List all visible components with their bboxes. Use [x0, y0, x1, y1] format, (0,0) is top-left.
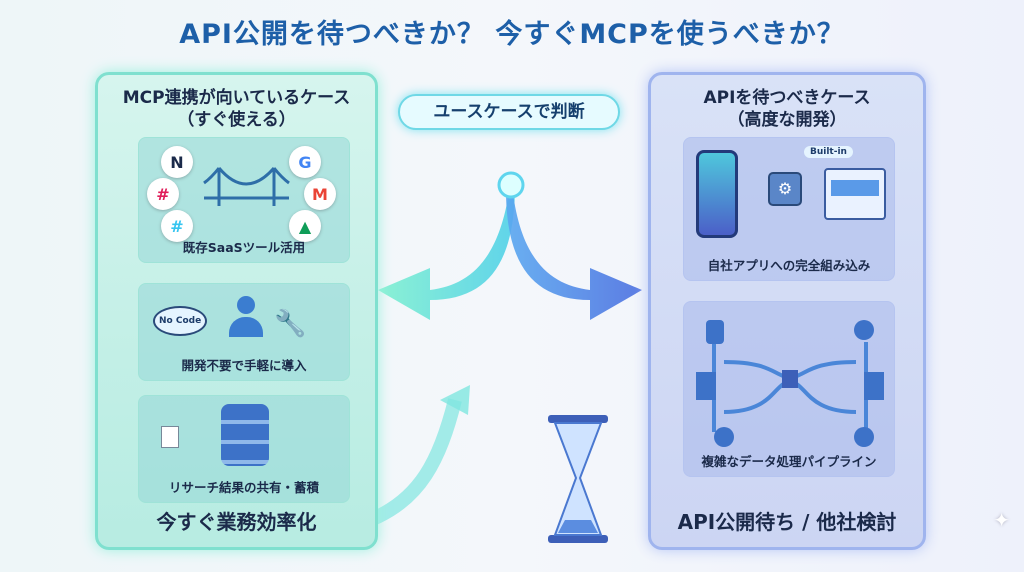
mcp-panel: MCP連携が向いているケース（すぐ使える） N # # G M ▲ 既存SaaS… — [95, 72, 378, 550]
user-icon — [229, 296, 263, 342]
document-icon — [161, 426, 179, 448]
saas-caption: 既存SaaSツール活用 — [182, 240, 306, 255]
mcp-panel-title: MCP連携が向いているケース — [122, 88, 351, 108]
center-decision-label: ユースケースで判断 — [398, 94, 620, 130]
api-panel-title: APIを待つべきケース — [703, 88, 871, 108]
google-drive-icon: ▲ — [289, 210, 321, 242]
right-arrow-icon — [505, 185, 642, 320]
hourglass-icon — [548, 415, 608, 543]
built-in-caption: 自社アプリへの完全組み込み — [707, 258, 871, 273]
no-code-badge: No Code — [153, 306, 208, 336]
pipeline-card: 複雑なデータ処理パイプライン — [683, 301, 895, 477]
mcp-conclusion: 今すぐ業務効率化 — [156, 510, 317, 534]
api-panel-subtitle: （高度な開発） — [727, 110, 847, 130]
left-arrow-icon — [378, 185, 515, 320]
page-title: API公開を待つべきか？ 今すぐMCPを使うべきか？ — [179, 19, 845, 50]
hub-node-icon — [497, 171, 525, 199]
growth-arrow-icon — [367, 398, 462, 527]
api-conclusion: API公開待ち / 他社検討 — [677, 510, 897, 534]
database-icon — [221, 404, 269, 466]
mcp-panel-subtitle: （すぐ使える） — [177, 110, 296, 130]
wrench-icon: 🔧 — [274, 309, 307, 339]
pipeline-diagram-icon — [696, 320, 884, 447]
pipeline-caption: 複雑なデータ処理パイプライン — [701, 454, 877, 469]
google-icon: G — [289, 146, 321, 178]
no-code-caption: 開発不要で手軽に導入 — [181, 358, 307, 373]
no-code-card: No Code 🔧 開発不要で手軽に導入 — [138, 283, 350, 381]
smartphone-app-icon — [696, 150, 738, 238]
gmail-icon: M — [304, 178, 336, 210]
bridge-icon — [203, 167, 290, 206]
api-panel: APIを待つべきケース（高度な開発） ⚙ Built-in 自社アプリへの完全組… — [648, 72, 926, 550]
browser-window-icon — [824, 168, 886, 220]
built-in-badge: Built-in — [804, 146, 853, 158]
saas-card: N # # G M ▲ 既存SaaSツール活用 — [138, 137, 350, 263]
research-caption: リサーチ結果の共有・蓄積 — [168, 480, 319, 495]
slack-icon: # — [147, 178, 179, 210]
chip-gear-icon: ⚙ — [768, 172, 802, 206]
notion-icon: N — [161, 146, 193, 178]
slack-icon-2: # — [161, 210, 193, 242]
built-in-card: ⚙ Built-in 自社アプリへの完全組み込み — [683, 137, 895, 281]
sparkle-icon: ✦ — [993, 508, 1010, 532]
research-card: リサーチ結果の共有・蓄積 — [138, 395, 350, 503]
